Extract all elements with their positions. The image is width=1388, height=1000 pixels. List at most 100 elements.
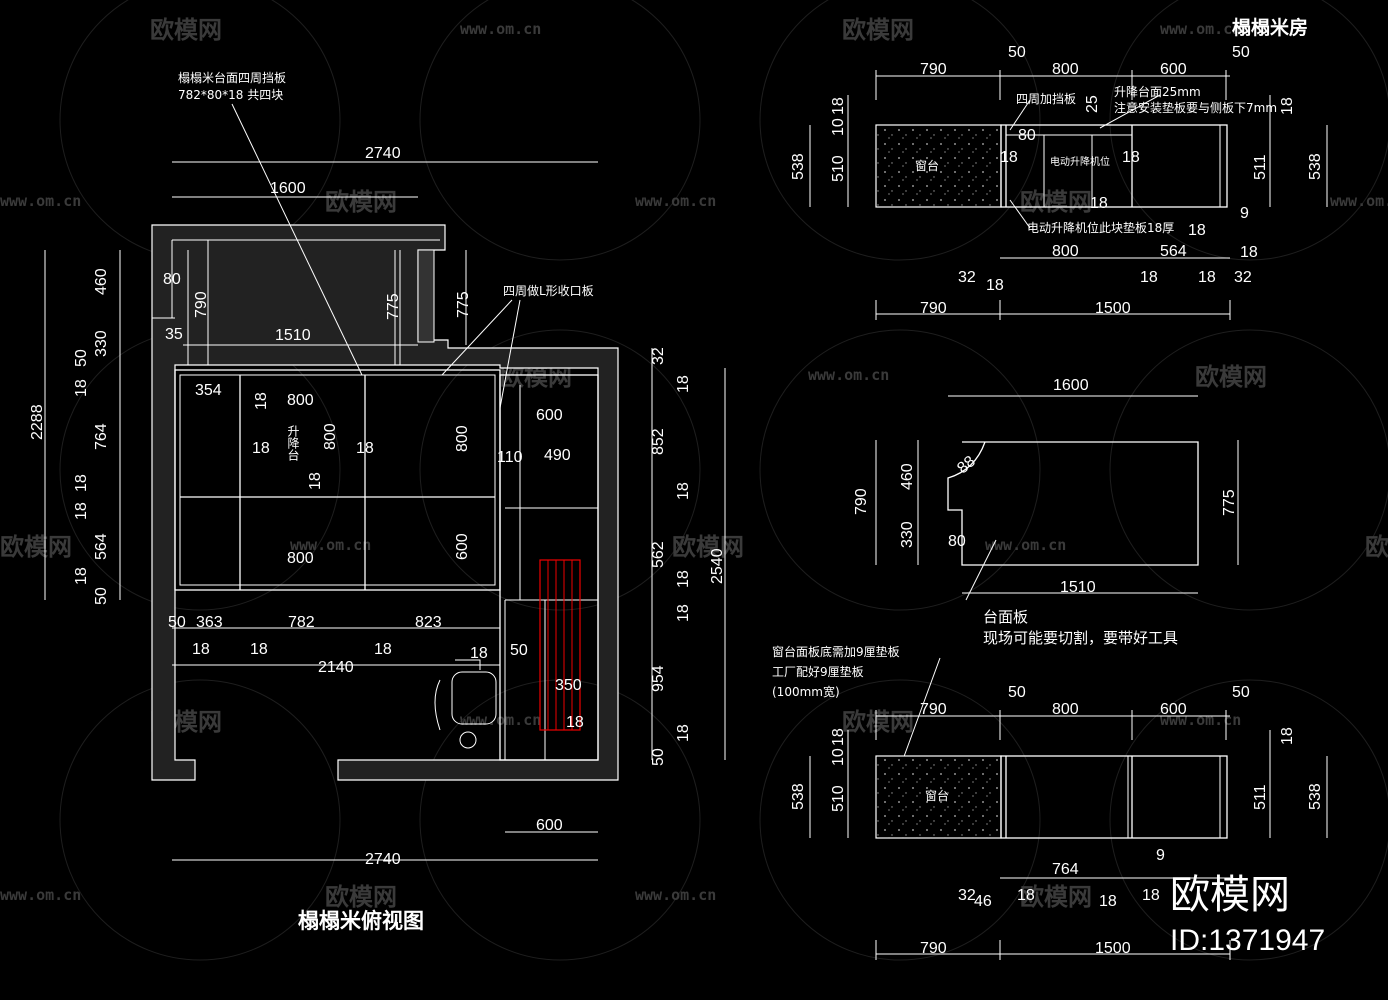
watermarks: 欧模网 欧模网 欧模网 欧模网 欧模网 欧模网 欧模网 欧模网 欧模网 欧模网 … xyxy=(0,0,1388,961)
dim-50: 50 xyxy=(1008,44,1026,61)
dim-bottom-total: 2740 xyxy=(365,851,401,868)
dim-50: 50 xyxy=(650,748,667,766)
cabinet-front xyxy=(1000,124,1228,208)
dim-782: 782 xyxy=(288,614,315,631)
chair-icon xyxy=(434,659,497,749)
dim-1510: 1510 xyxy=(275,327,311,344)
watermark-url: www.om.cn xyxy=(985,536,1066,554)
dim-800: 800 xyxy=(1052,61,1079,78)
dim-80: 80 xyxy=(1018,127,1036,144)
note-board: 四周加挡板 xyxy=(1016,92,1076,106)
leader-line xyxy=(441,299,513,376)
dim-18: 18 xyxy=(73,379,90,397)
dim-18: 18 xyxy=(1122,149,1140,166)
note-pad-required: 窗台面板底需加9厘垫板 xyxy=(772,644,900,659)
dim-80: 80 xyxy=(948,533,966,550)
plan-view: 榻榻米台面四周挡板 782*80*18 共四块 四周做L形收口板 升降台 274… xyxy=(29,70,726,933)
dim-46: 46 xyxy=(974,893,992,910)
note-pad-width: (100mm宽) xyxy=(772,684,840,699)
watermark-url: www.om.cn xyxy=(0,192,81,210)
watermark-brand: 欧模网 xyxy=(1365,533,1388,561)
dim-600: 600 xyxy=(454,533,471,560)
dim-330: 330 xyxy=(899,521,916,548)
leader-line xyxy=(901,657,941,763)
window-sill-panel xyxy=(875,124,1002,208)
note-board-size: 782*80*18 共四块 xyxy=(178,88,283,102)
dim-823: 823 xyxy=(415,614,442,631)
note-lift-thickness: 升降台面25mm xyxy=(1114,84,1201,99)
dim-600: 600 xyxy=(536,407,563,424)
lift-label: 升降台 xyxy=(286,425,300,461)
dim-10: 10 xyxy=(830,118,847,136)
cabinet-front xyxy=(1000,755,1228,839)
dim-18: 18 xyxy=(675,375,692,393)
dimension-lines xyxy=(44,161,726,861)
plan-title: 榻榻米俯视图 xyxy=(298,909,424,933)
note-cutting: 现场可能要切割，要带好工具 xyxy=(983,629,1178,647)
dim-32: 32 xyxy=(958,269,976,286)
brand-id: ID:1371947 xyxy=(1170,924,1325,957)
dim-18: 18 xyxy=(253,392,270,410)
watermark-brand: 欧模网 xyxy=(842,16,914,44)
dim-954: 954 xyxy=(650,665,667,692)
dim-538: 538 xyxy=(1307,783,1324,810)
note-motor-pad: 电动升降机位此块垫板18厚 xyxy=(1027,220,1174,235)
watermark-brand: 欧模网 xyxy=(1020,188,1092,216)
watermark-circles xyxy=(59,0,1388,961)
dim-50: 50 xyxy=(1232,684,1250,701)
dim-800: 800 xyxy=(1052,701,1079,718)
leader-line xyxy=(231,103,363,376)
note-lift-install: 注意安装垫板要与侧板下7mm xyxy=(1114,100,1277,115)
watermark-brand: 欧模网 xyxy=(325,883,397,911)
motor-label: 电动升降机位 xyxy=(1050,155,1110,168)
dim-354: 354 xyxy=(195,382,222,399)
dim-18: 18 xyxy=(830,728,847,746)
note-board-title: 榻榻米台面四周挡板 xyxy=(178,70,286,85)
dim-350: 350 xyxy=(555,677,582,694)
dim-790: 790 xyxy=(193,291,210,318)
dim-35: 35 xyxy=(165,326,183,343)
dim-538: 538 xyxy=(1307,153,1324,180)
brand-name: 欧模网 xyxy=(1170,872,1290,918)
dim-490: 490 xyxy=(544,447,571,464)
elevation-top: 榻榻米房 窗台 电动升降机位 四周加挡板 升降台面25mm 注意安装垫板要与侧板… xyxy=(790,16,1328,320)
watermark-url: www.om.cn xyxy=(460,20,541,38)
dim-18: 18 xyxy=(192,641,210,658)
dim-50: 50 xyxy=(1232,44,1250,61)
dim-18: 18 xyxy=(1188,222,1206,239)
watermark-url: www.om.cn xyxy=(808,366,889,384)
dim-775: 775 xyxy=(385,293,402,320)
dim-18: 18 xyxy=(1090,195,1108,212)
dim-18: 18 xyxy=(1198,269,1216,286)
dim-32: 32 xyxy=(958,887,976,904)
watermark-url: www.om.cn xyxy=(635,886,716,904)
window-label: 窗台 xyxy=(915,158,939,173)
dimension-lines xyxy=(809,70,1328,320)
dim-1500: 1500 xyxy=(1095,300,1131,317)
watermark-brand: 欧模网 xyxy=(672,533,744,561)
dim-bottom-600: 600 xyxy=(536,817,563,834)
watermark-brand: 欧模网 xyxy=(150,16,222,44)
dim-2540: 2540 xyxy=(709,548,726,584)
dim-538: 538 xyxy=(790,783,807,810)
dim-800: 800 xyxy=(287,392,314,409)
dim-1500: 1500 xyxy=(1095,940,1131,957)
dim-764: 764 xyxy=(93,423,110,450)
dim-600: 600 xyxy=(1160,701,1187,718)
dim-18: 18 xyxy=(566,714,584,731)
dim-800: 800 xyxy=(287,550,314,567)
dim-2288: 2288 xyxy=(29,404,46,440)
leader-line xyxy=(1099,94,1161,129)
dim-790: 790 xyxy=(920,940,947,957)
note-countertop: 台面板 xyxy=(983,608,1028,626)
dim-110: 110 xyxy=(497,449,523,466)
dim-330: 330 xyxy=(93,330,110,357)
dim-764: 764 xyxy=(1052,861,1079,878)
dim-18: 18 xyxy=(675,604,692,622)
watermark-brand: 欧模网 xyxy=(0,533,72,561)
dim-50: 50 xyxy=(93,587,110,605)
dim-18: 18 xyxy=(675,570,692,588)
dim-18: 18 xyxy=(675,724,692,742)
dim-18: 18 xyxy=(1099,893,1117,910)
watermark-url: www.om.cn xyxy=(1330,192,1388,210)
